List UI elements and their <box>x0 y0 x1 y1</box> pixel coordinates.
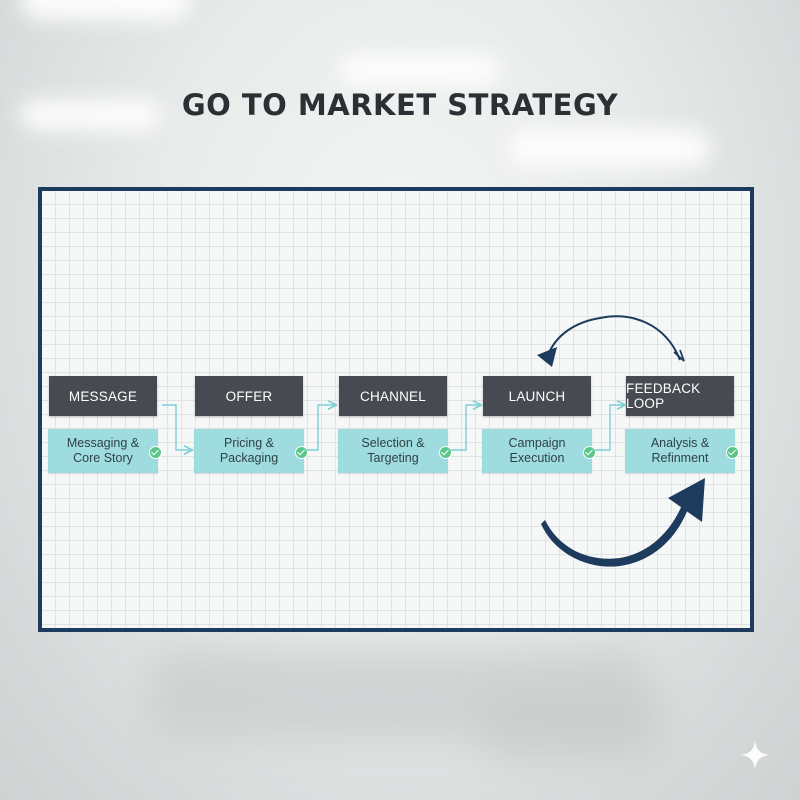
stage-detail-text: Analysis & <box>650 436 710 450</box>
connector-arrow <box>305 405 335 451</box>
page-title: GO TO MARKET STRATEGY <box>181 88 619 122</box>
feedback-arrow-icon <box>541 478 705 567</box>
check-icon <box>726 446 739 459</box>
connector-arrow <box>594 405 624 451</box>
stage-header-offer: OFFER <box>195 376 303 416</box>
background-ceiling-light <box>20 0 190 20</box>
stage-detail-text: Messaging & <box>66 436 140 450</box>
stage-detail-text: Execution <box>509 451 565 465</box>
stage-detail-text: Packaging <box>219 451 279 465</box>
stage-detail-feedback-loop: Analysis & Refinment <box>625 429 735 473</box>
sparkle-icon <box>740 740 770 770</box>
stage-connectors <box>162 405 624 450</box>
check-icon <box>583 446 596 459</box>
connector-arrow <box>162 404 191 450</box>
check-icon <box>439 446 452 459</box>
stage-detail-text: Pricing & <box>223 436 275 450</box>
stage-detail-message: Messaging & Core Story <box>48 429 158 473</box>
stage-detail-text: Campaign <box>508 436 566 450</box>
background-furniture <box>480 690 660 760</box>
stage-detail-launch: Campaign Execution <box>482 429 592 473</box>
stage-header-channel: CHANNEL <box>339 376 447 416</box>
check-icon <box>149 446 162 459</box>
stage-detail-text: Core Story <box>73 451 133 465</box>
stage-detail-text: Selection & <box>361 436 425 450</box>
background-ceiling-light <box>340 55 500 85</box>
background-ceiling-light <box>510 130 710 166</box>
stage-detail-text: Refinment <box>651 451 709 465</box>
stage-detail-offer: Pricing & Packaging <box>194 429 304 473</box>
feedback-arrow-icon <box>537 315 685 367</box>
stage-header-message: MESSAGE <box>49 376 157 416</box>
stage-header-feedback-loop: FEEDBACK LOOP <box>626 376 734 416</box>
stage-header-launch: LAUNCH <box>483 376 591 416</box>
strategy-board: MESSAGE Messaging & Core Story OFFER Pri… <box>38 187 754 632</box>
stage-detail-text: Targeting <box>367 451 419 465</box>
background-ceiling-light <box>20 100 160 130</box>
check-icon <box>295 446 308 459</box>
stage-detail-channel: Selection & Targeting <box>338 429 448 473</box>
connector-arrow <box>450 405 480 451</box>
